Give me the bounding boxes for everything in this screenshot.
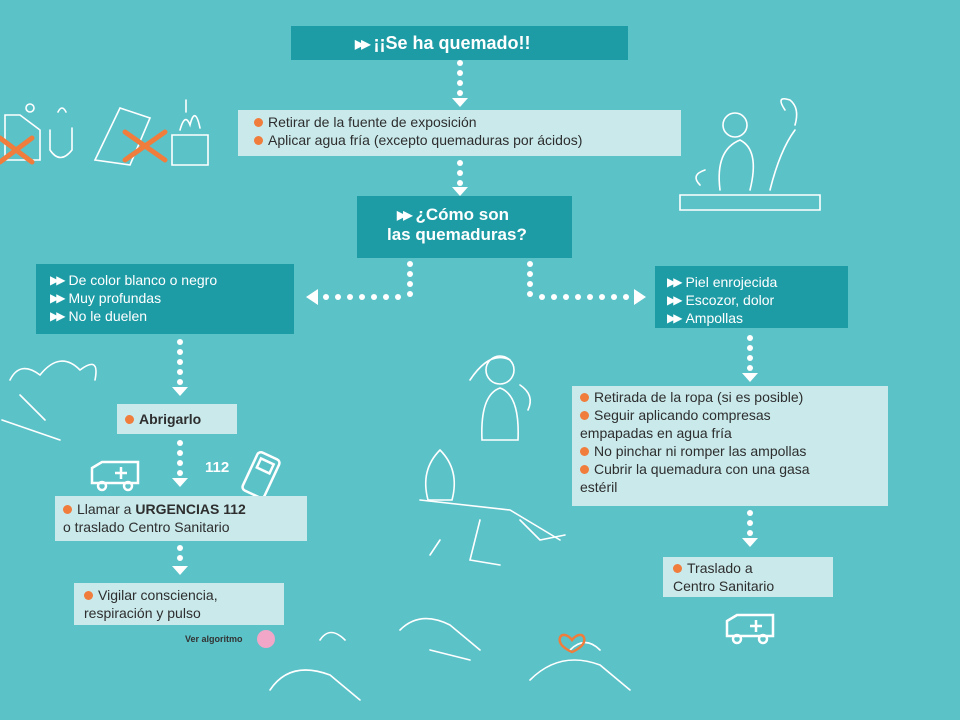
mild-step-item: Retirada de la ropa (si es posible) <box>580 388 888 406</box>
bullet-icon <box>580 392 589 402</box>
first-aid-item: Aplicar agua fría (excepto quemaduras po… <box>254 131 681 149</box>
connector-llamar-vigilar <box>172 545 188 575</box>
ambulance-icon <box>725 613 775 645</box>
bullet-icon <box>254 135 263 145</box>
connector-firstaid-question <box>452 160 468 196</box>
double-arrow-icon: ▶▶ <box>667 311 683 325</box>
transfer-box: Traslado a Centro Sanitario <box>663 557 833 597</box>
heart-icon <box>558 633 586 654</box>
double-arrow-icon: ▶▶ <box>50 309 66 323</box>
vigilar-line2: respiración y pulso <box>84 605 201 621</box>
mild-steps-box: Retirada de la ropa (si es posible) Segu… <box>572 386 888 506</box>
mild-step-continuation: empapadas en agua fría <box>580 425 732 441</box>
mobile-phone-icon <box>241 450 281 500</box>
illustration-chemicals-crossed <box>0 103 73 165</box>
mild-step-item: Cubrir la quemadura con una gasa <box>580 460 888 478</box>
first-aid-box: Retirar de la fuente de exposición Aplic… <box>238 110 681 156</box>
bullet-icon <box>673 563 682 573</box>
double-arrow-icon: ▶▶ <box>667 293 683 307</box>
mild-step-item: Seguir aplicando compresas <box>580 406 888 424</box>
page-title: ¡¡Se ha quemado!! <box>373 33 531 53</box>
abrigarlo-label: Abrigarlo <box>139 411 202 427</box>
bullet-icon <box>254 117 263 127</box>
question-box: ▶▶¿Cómo son las quemaduras? <box>357 196 572 258</box>
ambulance-icon <box>90 460 140 492</box>
connector-abrigarlo-llamar <box>172 440 188 487</box>
llamar-box: Llamar a URGENCIAS 112 o traslado Centro… <box>55 496 307 541</box>
connector-severe-abrigarlo <box>172 339 188 396</box>
algorithm-dot-icon <box>256 630 275 648</box>
see-algorithm-link[interactable]: Ver algoritmo <box>185 630 275 648</box>
first-aid-item: Retirar de la fuente de exposición <box>254 113 681 131</box>
bullet-icon <box>63 504 72 514</box>
mild-symptom-item: ▶▶Piel enrojecida <box>667 274 778 290</box>
double-arrow-icon: ▶▶ <box>397 208 413 222</box>
illustration-person-undressing <box>469 355 531 441</box>
mild-symptoms-box: ▶▶Piel enrojecida ▶▶Escozor, dolor ▶▶Amp… <box>655 266 848 328</box>
illustration-person-lying <box>419 448 566 566</box>
question-line2: las quemaduras? <box>387 225 527 244</box>
connector-title-firstaid <box>452 60 468 107</box>
mild-symptom-item: ▶▶Ampollas <box>667 310 744 326</box>
phone-number-label: 112 <box>205 459 230 476</box>
bullet-icon <box>125 414 134 424</box>
severe-symptom-item: ▶▶De color blanco o negro <box>50 272 218 288</box>
bullet-icon <box>580 410 589 420</box>
severe-symptoms-box: ▶▶De color blanco o negro ▶▶Muy profunda… <box>36 264 294 334</box>
question-line1: ¿Cómo son <box>415 205 509 224</box>
double-arrow-icon: ▶▶ <box>667 275 683 289</box>
title-box: ▶▶¡¡Se ha quemado!! <box>291 26 628 60</box>
bullet-icon <box>580 446 589 456</box>
severe-symptom-item: ▶▶Muy profundas <box>50 290 162 306</box>
double-arrow-icon: ▶▶ <box>50 273 66 287</box>
mild-step-item: No pinchar ni romper las ampollas <box>580 442 888 460</box>
connector-question-mild <box>527 261 646 305</box>
illustration-resuscitation <box>1 360 631 701</box>
connector-mild-steps <box>742 335 758 382</box>
connector-steps-transfer <box>742 510 758 547</box>
vigilar-box: Vigilar consciencia, respiración y pulso <box>74 583 284 625</box>
abrigarlo-box: Abrigarlo <box>117 404 237 434</box>
double-arrow-icon: ▶▶ <box>50 291 66 305</box>
llamar-line2: o traslado Centro Sanitario <box>63 519 230 535</box>
connector-question-severe <box>306 261 413 305</box>
bullet-icon <box>84 590 93 600</box>
emergency-number: URGENCIAS 112 <box>135 501 246 517</box>
illustration-person-washing <box>679 97 821 211</box>
transfer-line2: Centro Sanitario <box>673 578 775 594</box>
severe-symptom-item: ▶▶No le duelen <box>50 308 148 324</box>
double-arrow-icon: ▶▶ <box>355 37 371 52</box>
mild-symptom-item: ▶▶Escozor, dolor <box>667 292 775 308</box>
mild-step-continuation: estéril <box>580 479 618 495</box>
bullet-icon <box>580 464 589 474</box>
illustration-fire-crossed <box>93 99 209 166</box>
